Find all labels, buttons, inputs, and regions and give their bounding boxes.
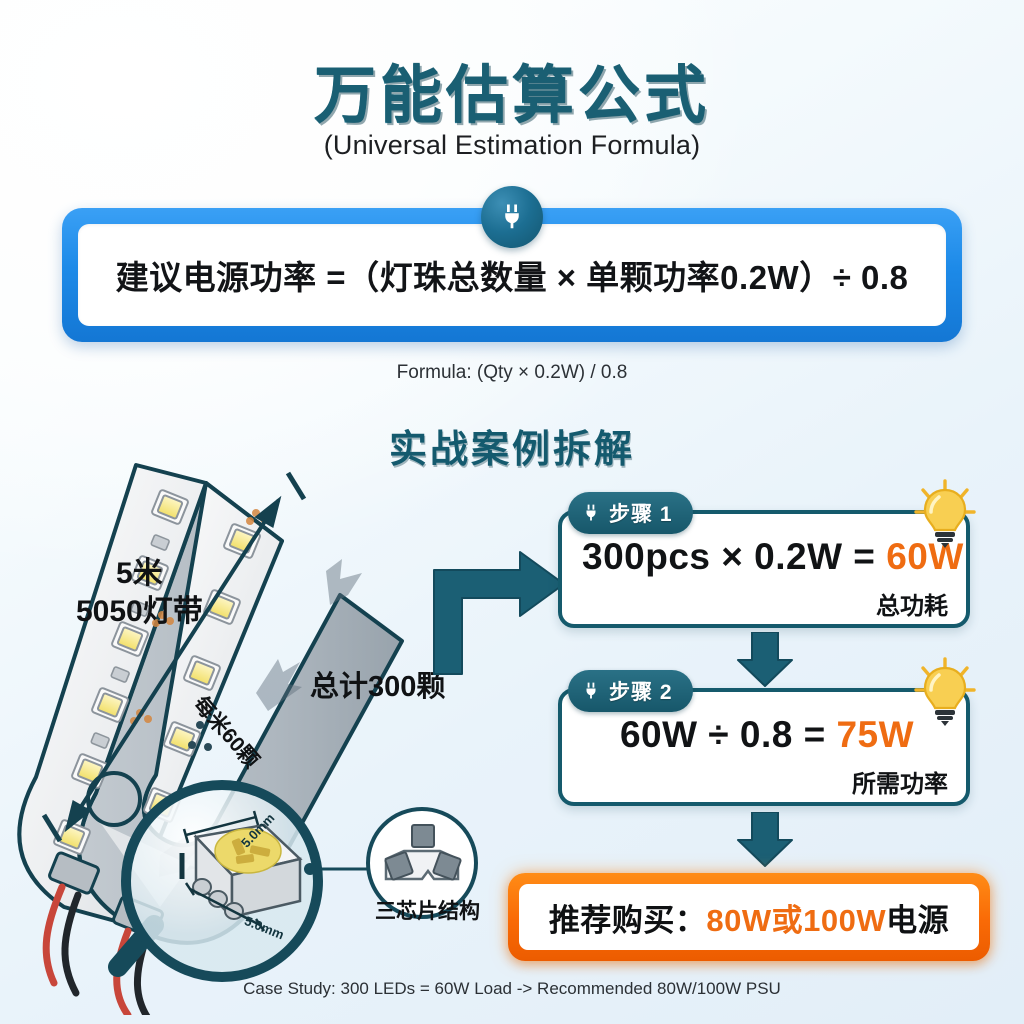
step-1-card: 步骤 1 300pcs × 0.2W = 60W 总功耗 <box>558 492 970 628</box>
step-1-badge-label: 步骤 1 <box>609 503 673 526</box>
section-heading: 实战案例拆解 <box>388 429 635 471</box>
recommendation-prefix: 推荐购买： <box>548 902 707 938</box>
three-chip-label: 三芯片结构 <box>375 900 480 923</box>
step-2-badge: 步骤 2 <box>568 670 693 712</box>
step-1-equation: 300pcs × 0.2W = 60W <box>582 536 963 578</box>
chip-callout-dot <box>304 863 316 875</box>
magnifier <box>108 780 323 982</box>
recommendation-inner: 推荐购买：80W或100W电源 <box>519 884 979 950</box>
recommendation-suffix: 电源 <box>886 902 950 938</box>
strip-length-line1: 5米 <box>116 557 163 590</box>
plug-icon <box>586 682 596 699</box>
formula-text: 建议电源功率 =（灯珠总数量 × 单颗功率0.2W）÷ 0.8 <box>115 259 909 296</box>
step-1-sublabel: 总功耗 <box>876 593 948 620</box>
step-2-equation-prefix: 60W ÷ 0.8 = <box>619 714 837 755</box>
step-2-badge-label: 步骤 2 <box>609 681 673 704</box>
formula-plug-badge <box>481 186 543 248</box>
step-1-equation-result: 60W <box>886 536 964 577</box>
step-2-equation: 60W ÷ 0.8 = 75W <box>582 714 952 756</box>
step-2-card: 步骤 2 60W ÷ 0.8 = 75W 所需功率 <box>558 670 970 806</box>
elbow-arrow-to-step1 <box>433 551 565 675</box>
lightbulb-icon <box>914 479 976 548</box>
recommendation-text: 推荐购买：80W或100W电源 <box>549 895 949 940</box>
length-measure-arrow <box>41 471 307 843</box>
step-2-equation-result: 75W <box>836 714 915 755</box>
page-title: 万能估算公式 <box>313 61 710 130</box>
footer-caption: Case Study: 300 LEDs = 60W Load -> Recom… <box>243 979 781 998</box>
led-strip-illustration: 5米 5050灯带 每米60颗 总计300颗 三芯片结构 5.0mm 5.0mm <box>10 455 510 1024</box>
dimension-ticks <box>179 810 266 932</box>
recommendation-box: 推荐购买：80W或100W电源 <box>508 873 990 961</box>
plug-icon <box>586 504 596 521</box>
three-chip-diagram <box>366 807 478 919</box>
lightbulb-icon <box>914 657 976 726</box>
total-leds-label: 总计300颗 <box>310 671 446 703</box>
strip-length-label: 5米 5050灯带 <box>76 555 203 630</box>
plug-icon <box>505 204 519 229</box>
page-subtitle: (Universal Estimation Formula) <box>323 130 701 160</box>
step-2-sublabel: 所需功率 <box>852 771 948 798</box>
strip-length-line2: 5050灯带 <box>76 594 203 628</box>
formula-caption: Formula: (Qty × 0.2W) / 0.8 <box>396 362 628 383</box>
led-5050-model <box>192 823 303 921</box>
step-1-badge: 步骤 1 <box>568 492 693 534</box>
down-arrow-step1-step2 <box>737 632 793 687</box>
led-highlight-ring <box>86 771 142 827</box>
step-1-equation-prefix: 300pcs × 0.2W = <box>582 536 887 577</box>
strip-cut-marks <box>188 721 212 751</box>
led-strip-graphic <box>17 463 478 1024</box>
recommendation-highlight: 80W或100W <box>706 902 887 938</box>
strip-resistors <box>90 534 170 749</box>
down-arrow-step2-result <box>737 812 793 867</box>
